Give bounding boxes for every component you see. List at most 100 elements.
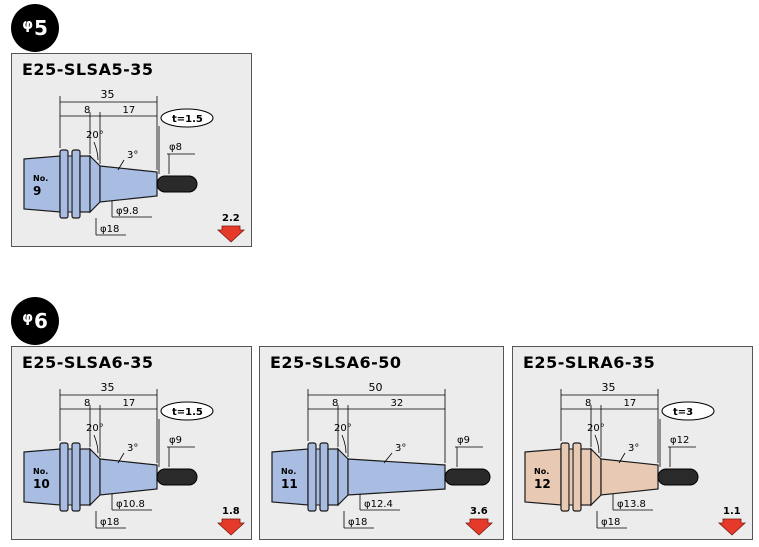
dim-angle-20: 20°: [86, 130, 104, 141]
chamfer-20deg: [89, 154, 101, 214]
flange-ring: [572, 442, 582, 512]
dim-seg-b: 17: [123, 398, 136, 409]
tolerance-bubble: [160, 108, 214, 128]
no-label: No.: [534, 467, 549, 476]
dim-overall-length: 50: [369, 381, 383, 394]
tolerance-value: t=1.5: [172, 407, 203, 418]
nose-taper: [347, 458, 446, 496]
taper-leader: [618, 452, 626, 464]
flange-body: [79, 155, 91, 213]
dim-tip-diameter: φ8: [169, 142, 182, 153]
dim-base-diameter: φ18: [348, 517, 367, 528]
dim-seg-b: 17: [123, 105, 136, 116]
flange-ring: [59, 442, 69, 512]
tool-shaft: [444, 468, 491, 486]
dim-tip-diameter: φ12: [670, 435, 689, 446]
product-title: E25-SLRA6-35: [523, 353, 656, 372]
dim-seg-a: 8: [332, 398, 338, 409]
weight-arrow-icon: [216, 518, 246, 536]
weight-value: 3.6: [470, 506, 488, 517]
no-value: 12: [534, 477, 551, 491]
nose-taper: [99, 458, 158, 496]
no-label: No.: [33, 174, 48, 183]
tool-shaft: [657, 468, 699, 486]
no-label: No.: [281, 467, 296, 476]
tool-shaft: [156, 468, 198, 486]
weight-arrow-icon: [464, 518, 494, 536]
flange-groove: [315, 448, 321, 506]
section-number: 6: [34, 309, 48, 333]
weight-value: 2.2: [222, 213, 240, 224]
dim-angle-20: 20°: [334, 423, 352, 434]
flange-body: [580, 448, 592, 506]
angle-arc: [93, 434, 99, 454]
dim-seg-b: 17: [624, 398, 637, 409]
tolerance-bubble: [661, 401, 715, 421]
product-title: E25-SLSA6-35: [22, 353, 154, 372]
flange-groove: [568, 448, 574, 506]
dim-tip-diameter: φ9: [457, 435, 470, 446]
tool-shaft: [156, 175, 198, 193]
flange-ring: [307, 442, 317, 512]
dim-taper: 3°: [127, 150, 138, 161]
weight-value: 1.8: [222, 506, 240, 517]
section-number: 5: [34, 16, 48, 40]
dim-base-diameter: φ18: [100, 224, 119, 235]
dim-overall-length: 35: [101, 88, 115, 101]
angle-arc: [341, 434, 347, 454]
product-panel-e25-slsa6-50: E25-SLSA6-50 No.11 50 8 32 20° 3° φ9 φ12.4 φ18 3.…: [259, 346, 504, 540]
dim-seg-b: 32: [391, 398, 404, 409]
dim-seg-a: 8: [84, 398, 90, 409]
dim-tip-diameter: φ9: [169, 435, 182, 446]
tolerance-value: t=3: [673, 407, 693, 418]
taper-leader: [117, 159, 125, 171]
dim-base-diameter: φ18: [100, 517, 119, 528]
flange-body: [79, 448, 91, 506]
chamfer-20deg: [337, 447, 349, 507]
flange-ring: [560, 442, 570, 512]
dim-mid-diameter: φ12.4: [364, 499, 393, 510]
section-badge-phi5: φ 5: [11, 4, 59, 52]
dim-mid-diameter: φ10.8: [116, 499, 145, 510]
dim-taper: 3°: [628, 443, 639, 454]
dim-taper: 3°: [127, 443, 138, 454]
weight-arrow-icon: [216, 225, 246, 243]
no-value: 9: [33, 184, 41, 198]
tolerance-bubble: [160, 401, 214, 421]
no-value: 10: [33, 477, 50, 491]
dim-mid-diameter: φ13.8: [617, 499, 646, 510]
dim-taper: 3°: [395, 443, 406, 454]
product-title: E25-SLSA5-35: [22, 60, 154, 79]
flange-ring: [319, 442, 329, 512]
angle-arc: [93, 141, 99, 161]
holder-diagram: No.11 50 8 32 20° 3° φ9 φ12.4 φ18 3.6: [271, 381, 494, 536]
dim-base-diameter: φ18: [601, 517, 620, 528]
no-label: No.: [33, 467, 48, 476]
angle-arc: [594, 434, 600, 454]
dim-overall-length: 35: [101, 381, 115, 394]
nose-taper: [99, 165, 158, 203]
dim-seg-a: 8: [84, 105, 90, 116]
dim-overall-length: 35: [602, 381, 616, 394]
tolerance-value: t=1.5: [172, 114, 203, 125]
dim-seg-a: 8: [585, 398, 591, 409]
no-value: 11: [281, 477, 298, 491]
taper-leader: [383, 452, 393, 464]
flange-body: [327, 448, 339, 506]
product-title: E25-SLSA6-50: [270, 353, 402, 372]
flange-groove: [67, 448, 73, 506]
holder-shank: [23, 155, 61, 213]
flange-ring: [71, 149, 81, 219]
flange-ring: [71, 442, 81, 512]
flange-ring: [59, 149, 69, 219]
taper-leader: [117, 452, 125, 464]
nose-taper: [600, 458, 659, 496]
weight-value: 1.1: [723, 506, 741, 517]
phi-symbol: φ: [22, 17, 34, 33]
